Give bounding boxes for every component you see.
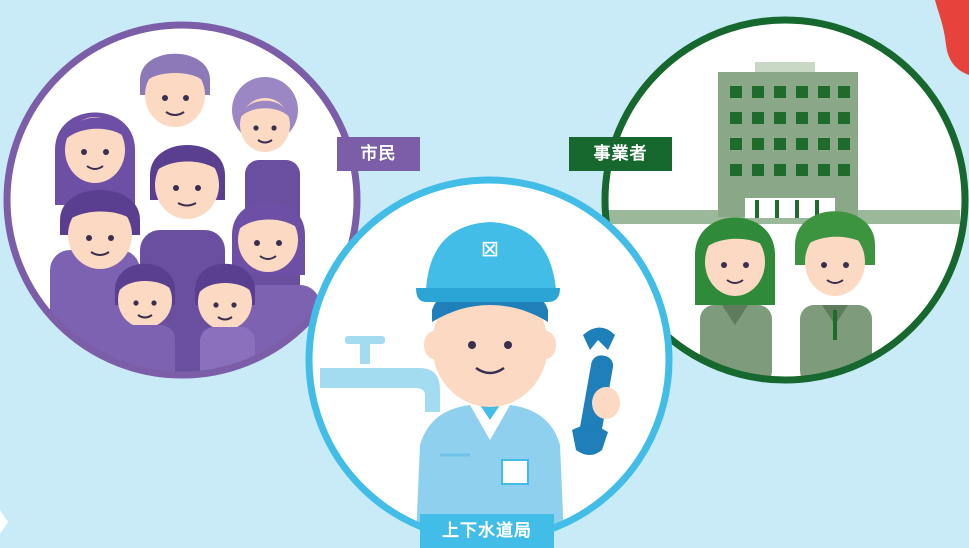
office-building-icon: [718, 62, 858, 218]
business-label: 事業者: [569, 137, 672, 171]
family-group-icon: [3, 21, 361, 379]
citizens-label: 市民: [337, 137, 420, 171]
chevron-right-icon: [0, 510, 8, 534]
svg-text:⊠: ⊠: [481, 237, 499, 262]
wrench-icon: [572, 327, 620, 455]
workers-pair-icon: [695, 211, 875, 380]
red-accent-shape: [935, 0, 969, 75]
bureau-group-icon: ⊠: [305, 176, 673, 544]
water-faucet-icon: [320, 336, 440, 412]
business-group-icon: [601, 16, 969, 384]
bureau-label: 上下水道局: [420, 514, 554, 548]
